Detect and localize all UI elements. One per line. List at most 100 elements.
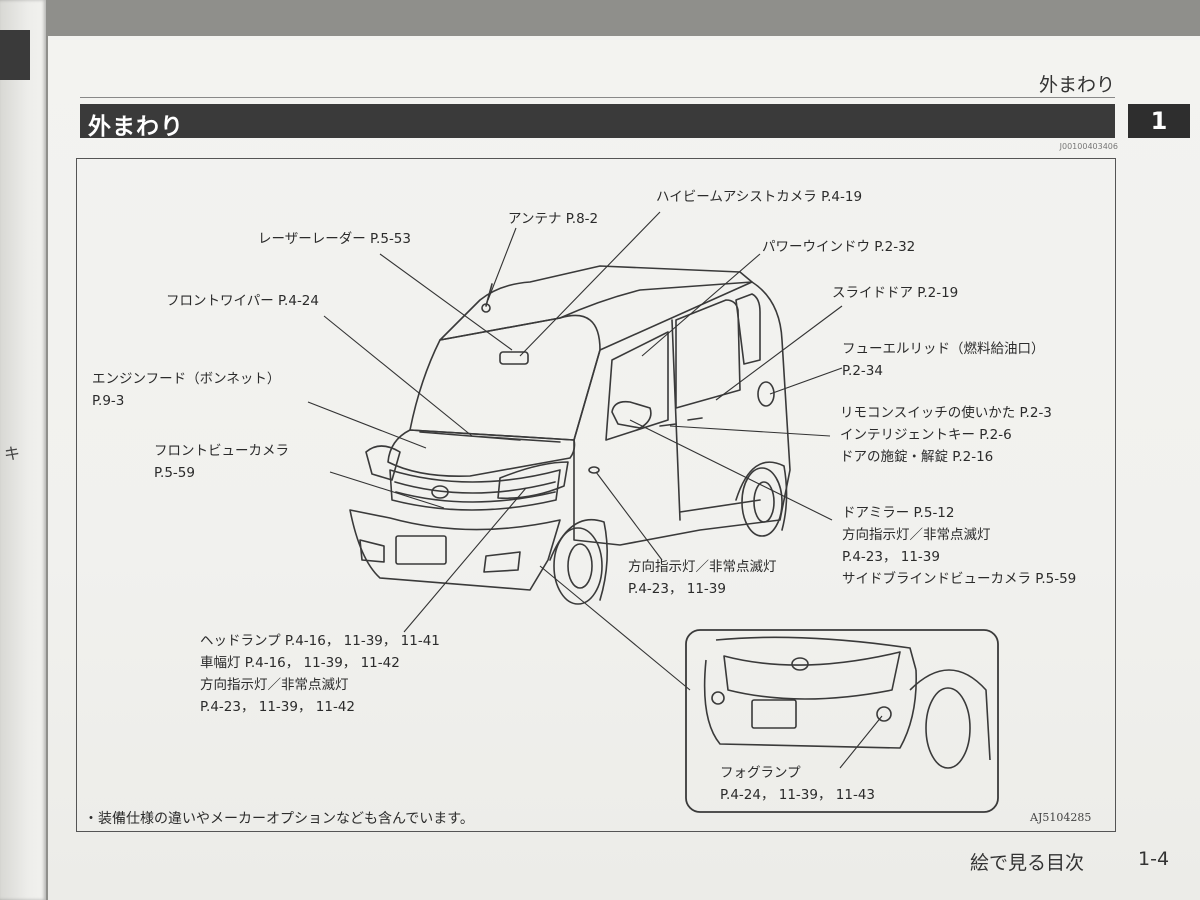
front-door-handle [659,423,677,427]
inset-frame [685,629,999,813]
label-fog-lamp-group: フォグランプ P.4-24， 11-39， 11-43 [720,762,875,806]
label-engine-hood-line2: P.9-3 [92,393,125,409]
label-door-mirror-group: ドアミラー P.5-12 方向指示灯／非常点滅灯 P.4-23， 11-39 サ… [842,502,1076,590]
front-grille [389,469,561,511]
inset-plate [751,699,797,729]
label-remote-switch: リモコンスイッチの使いかた P.2-3 [840,405,1052,421]
left-page-edge: キ [0,0,46,900]
fuel-lid [757,381,775,407]
label-fuel-lid-line2: P.2-34 [842,363,883,379]
figure-code: AJ5104285 [1030,811,1092,824]
inset-emblem [791,657,809,671]
label-front-wiper: フロントワイパー P.4-24 [166,293,319,309]
label-intelligent-key: インテリジェントキー P.2-6 [840,427,1012,443]
section-title-bar: 外まわり [80,104,1115,140]
fog-lamp-inset [685,629,999,813]
side-turn-signal [588,466,600,474]
antenna-base [481,303,491,313]
left-headlamp [365,445,401,481]
front-wheel-hub [567,543,593,589]
leader-remote-key [669,425,831,437]
label-headlamp: ヘッドランプ P.4-16， 11-39， 11-41 [200,633,440,649]
leader-engine-hood [307,401,427,449]
inset-grille [723,651,901,700]
front-emblem [431,485,449,499]
front-wiper [419,431,561,443]
label-antenna: アンテナ P.8-2 [508,211,599,227]
leader-door-mirror [629,419,833,521]
leader-fuel-lid [769,367,843,395]
slide-door-bottom [679,499,761,513]
leader-front-camera [329,471,445,509]
footer-section-title: 絵で見る目次 [970,852,1085,874]
label-key-group: リモコンスイッチの使いかた P.2-3 インテリジェントキー P.2-6 ドアの… [840,402,1052,468]
label-high-beam-assist-camera: ハイビームアシストカメラ P.4-19 [656,189,863,205]
label-fuel-lid-line1: フューエルリッド（燃料給油口） [842,341,1045,357]
vehicle-side-body [573,281,791,546]
label-headlamp-group: ヘッドランプ P.4-16， 11-39， 11-41 車幅灯 P.4-16， … [200,630,440,718]
illustration-frame [76,158,1116,832]
antenna [485,283,493,307]
label-clearance-lamp: 車幅灯 P.4-16， 11-39， 11-42 [200,655,400,671]
running-head: 外まわり [1038,74,1115,96]
label-front-view-camera-line1: フロントビューカメラ [154,443,289,459]
front-wheel [553,527,603,605]
label-side-blind-view-camera: サイドブラインドビューカメラ P.5-59 [842,571,1077,587]
manual-page [48,36,1200,900]
engine-hood [387,429,576,478]
front-bumper [349,509,561,591]
label-fog-lamp-pages: P.4-24， 11-39， 11-43 [720,787,876,803]
equipment-note: ・装備仕様の違いやメーカーオプションなども含んでいます。 [84,811,474,827]
inset-fog-lamp-right [876,706,892,722]
rear-wheel-hub [753,481,775,523]
leader-slide-door [715,305,843,401]
slide-door-handle [687,417,703,421]
right-headlamp [497,461,569,500]
label-engine-hood-line1: エンジンフード（ボンネット） [92,371,281,387]
section-title: 外まわり [88,114,184,140]
left-page-chapter-tab [0,30,30,80]
label-mirror-turn-signal: 方向指示灯／非常点滅灯 [842,527,991,543]
label-front-turn-signal: 方向指示灯／非常点滅灯 [200,677,349,693]
inset-wheel [925,687,971,769]
label-mirror-turn-signal-pages: P.4-23， 11-39 [842,549,940,565]
inset-bumper [703,659,917,749]
label-power-window: パワーウインドウ P.2-32 [762,239,916,255]
label-door-mirror: ドアミラー P.5-12 [842,505,955,521]
inset-fog-lamp-left [711,691,725,705]
leader-fog-inset [539,565,691,691]
windshield-camera [499,351,529,365]
vehicle-windshield [409,314,601,441]
leader-antenna [487,227,517,301]
label-door-lock: ドアの施錠・解錠 P.2-16 [840,449,994,465]
label-side-turn-signal-pages: P.4-23， 11-39 [628,581,726,597]
license-plate-area [395,535,447,565]
lower-grille [359,539,521,573]
rear-quarter-window [735,293,761,365]
label-front-turn-signal-pages: P.4-23， 11-39， 11-42 [200,699,356,715]
label-front-view-camera: フロントビューカメラ P.5-59 [154,440,289,484]
leader-side-turn [595,471,663,561]
leader-headlamp [403,487,527,633]
leader-laser-radar [379,253,513,351]
label-side-turn-signal: 方向指示灯／非常点滅灯 [628,559,777,575]
chapter-tab: 1 [1128,104,1190,138]
leader-power-window [641,253,761,357]
page-number: 1-4 [1138,848,1170,870]
label-slide-door: スライドドア P.2-19 [832,285,959,301]
label-laser-radar: レーザーレーダー P.5-53 [258,231,411,247]
door-mirror [611,400,652,429]
rear-wheel [741,467,783,537]
front-door-window [605,331,669,441]
leader-front-wiper [323,315,473,437]
leader-high-beam-camera [519,211,661,357]
section-code: J00100403406 [1059,142,1118,151]
slide-door-window [675,299,741,409]
inset-wheel-arch [909,669,991,761]
running-head-rule [80,97,1115,98]
label-front-view-camera-line2: P.5-59 [154,465,195,481]
label-engine-hood: エンジンフード（ボンネット） P.9-3 [92,368,280,412]
label-side-turn-signal-group: 方向指示灯／非常点滅灯 P.4-23， 11-39 [628,556,777,600]
left-page-edge-text: キ [4,444,21,463]
label-fog-lamp: フォグランプ [720,765,801,781]
